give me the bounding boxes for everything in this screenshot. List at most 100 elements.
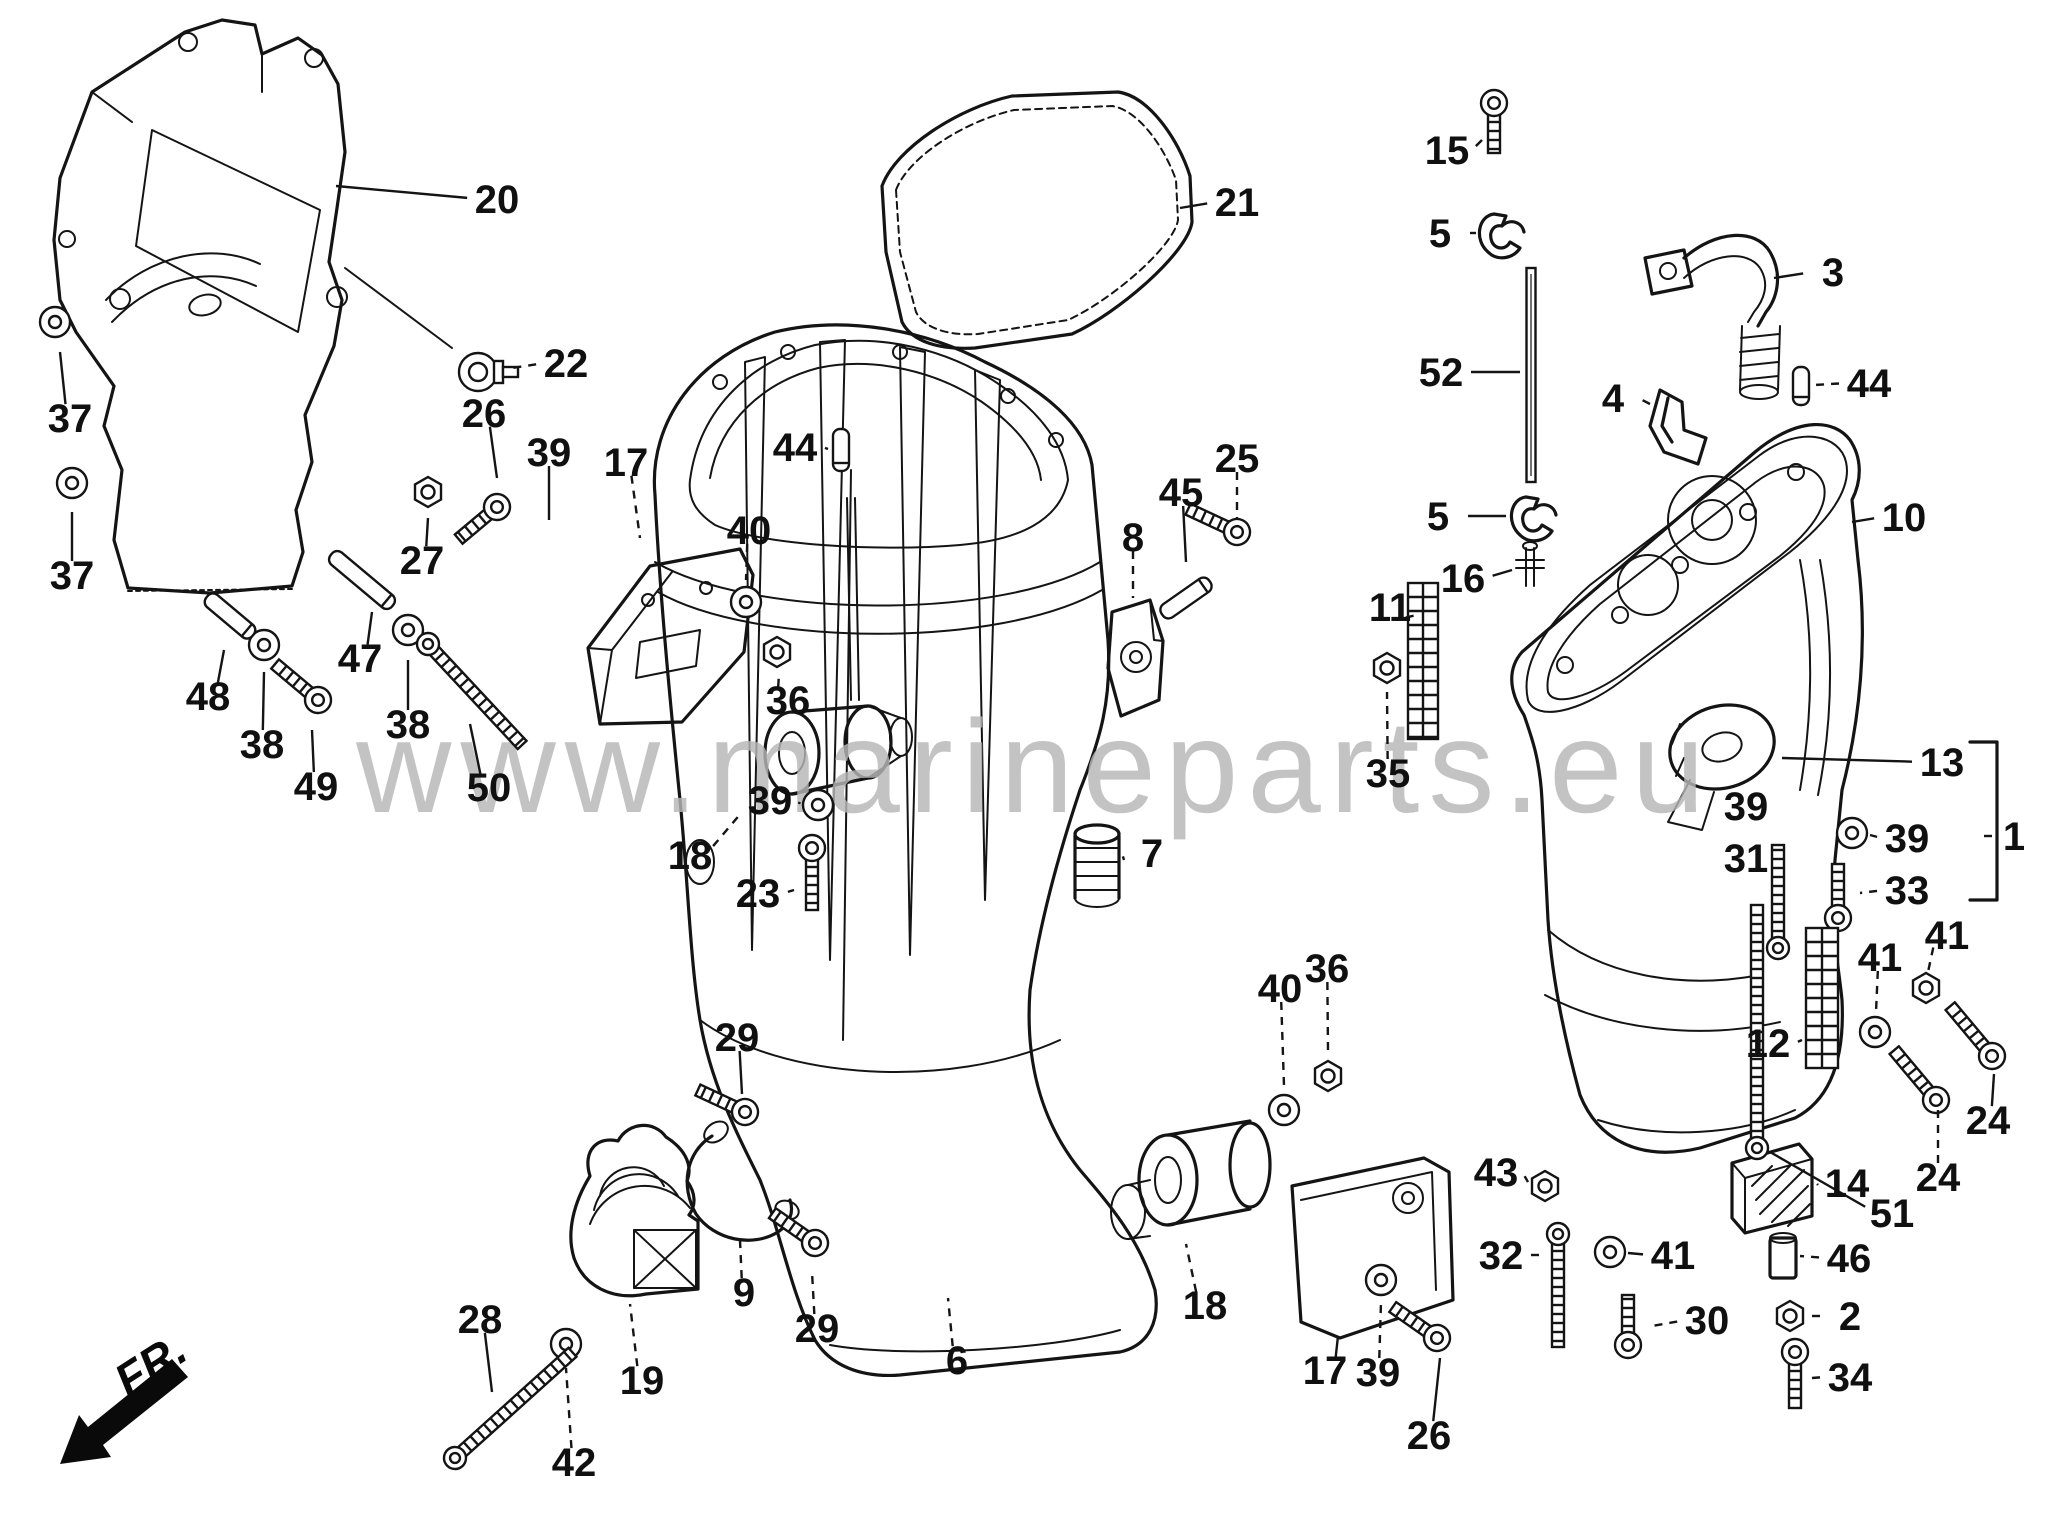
part-label-45: 45 [1159,471,1204,515]
part-label-26: 26 [1407,1414,1452,1458]
leader-line-3 [1773,272,1804,280]
pin-icon [1159,576,1213,620]
nut-icon [1775,1299,1805,1333]
part-label-16: 16 [1441,557,1486,601]
part-label-39: 39 [748,779,793,823]
part-label-47: 47 [338,637,383,681]
part-label-3: 3 [1822,251,1844,295]
part-label-7: 7 [1141,832,1163,876]
leader-line-36 [776,673,781,687]
grate-icon [1406,581,1440,741]
leader-line-51 [1769,1150,1866,1208]
bolt-icon [1479,88,1509,155]
part-label-31: 31 [1724,837,1769,881]
part-label-41: 41 [1925,914,1970,958]
leader-line-48 [216,649,226,683]
part-label-2: 2 [1839,1295,1861,1339]
part-label-13: 13 [1920,741,1965,785]
leader-line-35 [1385,691,1389,760]
leader-line-49 [310,729,316,773]
bolt-icon [1613,1293,1643,1360]
part-label-43: 43 [1474,1151,1519,1195]
leader-line-45 [1181,505,1188,563]
leader-line-11 [1403,614,1414,620]
leader-line-15 [1474,139,1483,148]
part-label-29: 29 [715,1016,760,1060]
part-label-42: 42 [552,1441,597,1485]
fr-label: FR. [105,1322,195,1406]
part-46-collar [1768,1232,1798,1280]
leader-line-41 [1926,947,1935,973]
bolt-icon [453,492,512,546]
leader-line-18 [712,811,743,847]
part-label-50: 50 [467,766,512,810]
part-label-6: 6 [946,1339,968,1383]
leader-line-44 [1813,382,1840,387]
part-label-8: 8 [1122,516,1144,560]
fr-arrow-icon [60,1359,188,1464]
nut-icon [413,475,443,509]
part-label-26: 26 [462,392,507,436]
part-label-39: 39 [527,431,572,475]
part-label-30: 30 [1685,1299,1730,1343]
leader-line-26 [1432,1357,1442,1422]
part-label-48: 48 [186,675,231,719]
leader-line-13 [1781,756,1913,763]
leader-line-37 [58,351,67,405]
leader-line-27 [425,517,430,547]
washer-icon [247,628,281,662]
part-label-35: 35 [1366,752,1411,796]
bolt-icon [1183,502,1252,547]
part-label-11: 11 [1369,586,1411,630]
part-label-5: 5 [1429,212,1451,256]
leader-line-14 [1816,1183,1819,1186]
leader-line-50 [468,723,482,774]
bolt-icon [693,1082,760,1127]
boltlong-icon [442,1346,579,1471]
fastener-icons [38,88,2007,1471]
pin-icon [831,427,851,473]
flangebolt-icon [457,351,520,393]
bolt-icon [797,833,827,912]
part-label-22: 22 [544,342,589,386]
boltlong-icon [1765,843,1791,961]
leader-line-9 [738,1239,743,1279]
bolt-icon [767,1206,830,1258]
part-label-18: 18 [1183,1284,1228,1328]
grate-icon [1804,926,1840,1070]
washer-icon [1364,1263,1398,1297]
leader-line-4 [1642,399,1651,406]
pin-icon [203,592,257,640]
washer-icon [1858,1015,1892,1049]
leader-line-44 [824,446,829,451]
leader-line-10 [1851,517,1875,524]
leader-line-17 [630,475,642,539]
watermark: www.marineparts.eu [355,693,1714,840]
leader-line-39 [797,801,801,805]
part-label-40: 40 [1258,967,1303,1011]
part-label-24: 24 [1916,1156,1961,1200]
leader-line-17 [1334,1335,1340,1358]
nut-icon [1313,1059,1343,1093]
leader-line-20 [335,184,468,200]
part-label-51: 51 [1870,1192,1915,1236]
part-18-mount-upper [763,497,913,796]
part-label-46: 46 [1827,1237,1872,1281]
part-label-15: 15 [1425,129,1470,173]
leader-line-7 [1121,856,1126,861]
washer-icon [55,466,89,500]
nut-icon [762,635,792,669]
washer-icon [391,613,425,647]
part-16-joint [1515,541,1545,587]
part-label-9: 9 [733,1271,755,1315]
leader-line-29 [810,1271,816,1315]
group-bracket-part-1 [1968,740,1999,902]
leader-line-40 [744,543,749,581]
part-label-28: 28 [458,1298,503,1342]
leader-line-34 [1811,1376,1821,1380]
leader-line-23 [787,888,795,893]
part-label-39: 39 [1356,1351,1401,1395]
